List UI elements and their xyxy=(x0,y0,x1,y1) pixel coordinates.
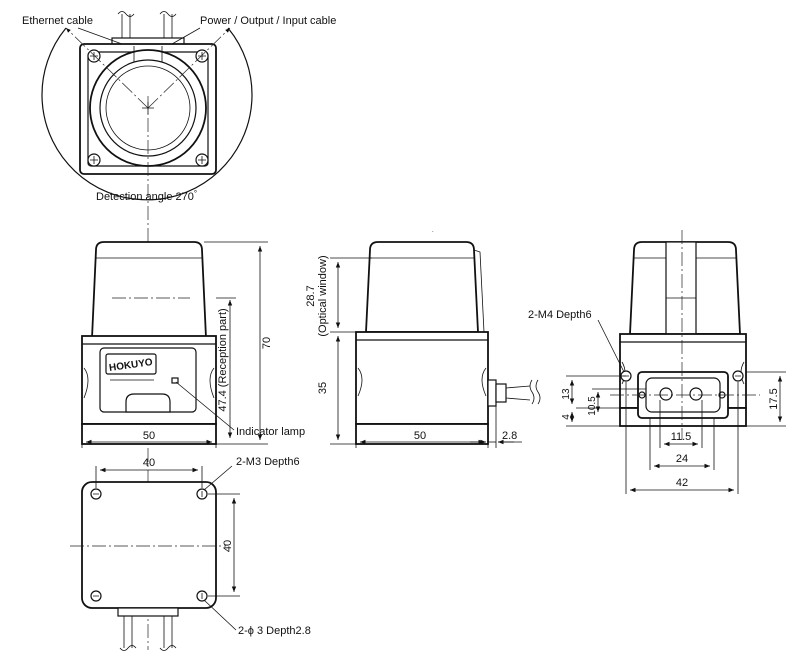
dim-13: 13 xyxy=(561,388,572,400)
phi3-hole-label: 2-ϕ 3 Depth2.8 xyxy=(238,625,311,637)
dim-42: 42 xyxy=(676,477,688,489)
dim-24: 24 xyxy=(676,453,688,465)
svg-text:Detection angle 270°: Detection angle 270° xyxy=(96,189,197,203)
dim-10-5: 10.5 xyxy=(587,396,598,416)
front-view: HOKUYO xyxy=(81,241,217,445)
m4-hole-label: 2-M4 Depth6 xyxy=(528,309,592,321)
svg-text:.: . xyxy=(432,228,434,234)
dim-50-side: 50 xyxy=(414,430,426,442)
dim-35: 35 xyxy=(317,382,329,394)
rear-view xyxy=(619,241,747,427)
rear-dimensions: 2-M4 Depth6 13 4 10.5 17.5 11.5 24 42 xyxy=(528,230,786,494)
top-view xyxy=(41,11,253,201)
dim-2-8: 2.8 xyxy=(502,430,517,442)
optical-window-label: (Optical window) xyxy=(317,255,329,336)
degree-symbol: ° xyxy=(194,189,197,198)
side-view: . xyxy=(355,228,541,445)
dim-17-5: 17.5 xyxy=(768,388,780,409)
bottom-view xyxy=(70,481,226,651)
reception-part-label: 47.4 (Reception part) xyxy=(217,308,229,411)
dim-40-top: 40 xyxy=(143,457,155,469)
front-dimensions: 70 50 47.4 (Reception part) Indicator la… xyxy=(81,241,305,448)
dim-4: 4 xyxy=(561,414,572,420)
optical-window-value: 28.7 xyxy=(305,285,317,306)
indicator-lamp-label: Indicator lamp xyxy=(236,426,305,438)
dim-11-5: 11.5 xyxy=(671,431,692,443)
power-cable-label: Power / Output / Input cable xyxy=(200,15,336,27)
dim-40-side: 40 xyxy=(222,540,234,552)
bottom-dimensions: 40 40 2-M3 Depth6 2-ϕ 3 Depth2.8 xyxy=(95,456,311,637)
detection-angle-label: Detection angle 270 xyxy=(96,191,194,203)
ethernet-cable-label: Ethernet cable xyxy=(22,15,93,27)
dim-70: 70 xyxy=(261,337,273,349)
dim-50-front: 50 xyxy=(143,430,155,442)
side-dimensions: 28.7 (Optical window) 35 50 2.8 xyxy=(305,255,522,448)
m3-hole-label: 2-M3 Depth6 xyxy=(236,456,300,468)
